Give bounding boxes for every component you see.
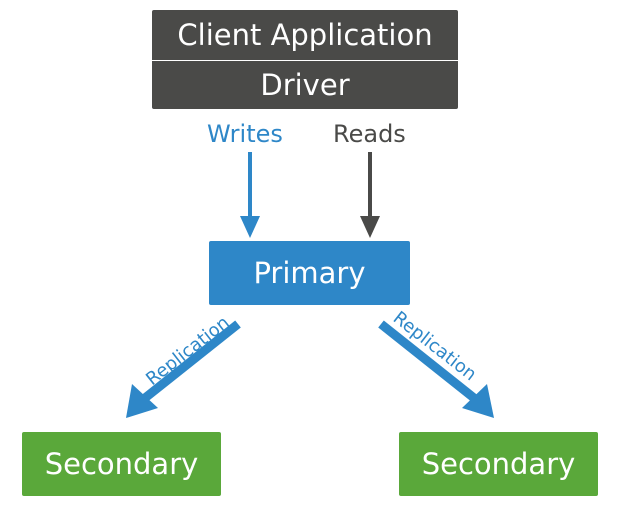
secondary-label-left: Secondary (44, 447, 199, 481)
writes-label: Writes (207, 120, 283, 148)
client-application-box: Client Application (152, 10, 458, 60)
secondary-box-left: Secondary (22, 432, 221, 496)
secondary-label-right: Secondary (421, 447, 576, 481)
driver-label: Driver (260, 68, 350, 102)
primary-label: Primary (253, 256, 366, 290)
driver-box: Driver (152, 61, 458, 109)
writes-arrow (240, 152, 260, 238)
client-application-label: Client Application (177, 18, 433, 52)
reads-label: Reads (333, 120, 406, 148)
primary-box: Primary (209, 241, 410, 305)
replication-left-arrow (126, 320, 241, 418)
replication-left-label: Replication (142, 312, 233, 390)
reads-arrow (360, 152, 380, 238)
replication-right-arrow (378, 320, 494, 418)
secondary-box-right: Secondary (399, 432, 598, 496)
